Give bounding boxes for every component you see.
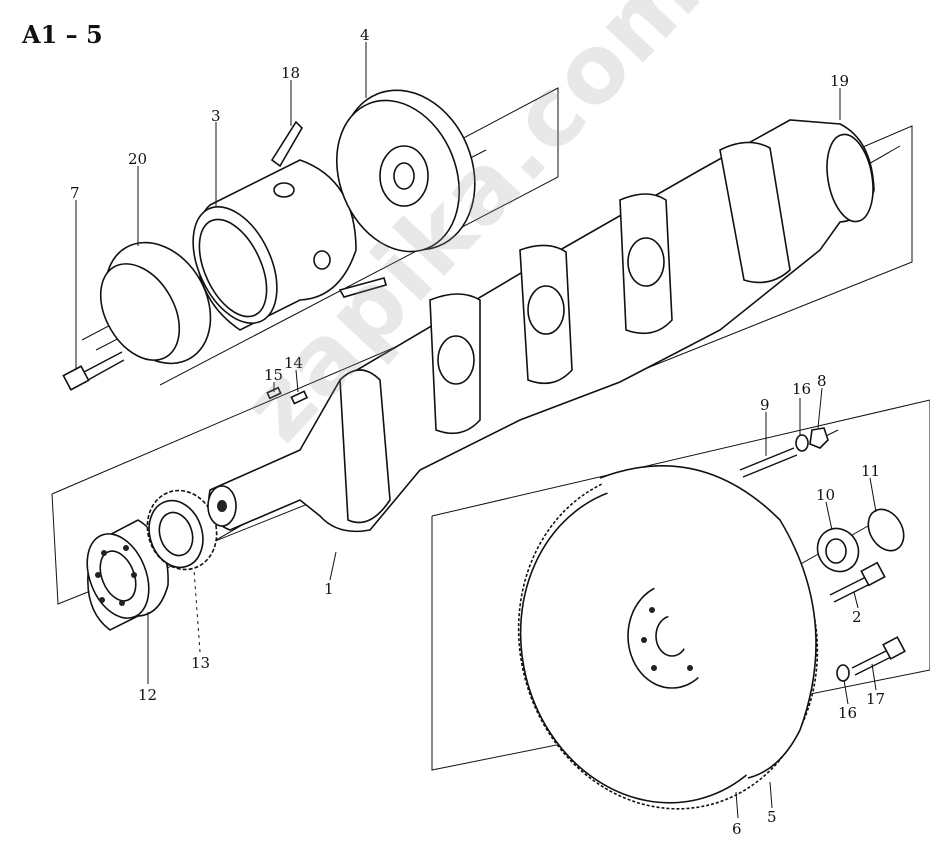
callout-17: 17 bbox=[866, 690, 885, 708]
diagram-title: A1 – 5 bbox=[22, 20, 103, 49]
bracket-18 bbox=[270, 120, 387, 298]
callout-16-upper: 16 bbox=[792, 380, 811, 398]
callout-12: 12 bbox=[138, 686, 157, 704]
sleeve-3 bbox=[192, 159, 357, 331]
bolt-2 bbox=[829, 561, 886, 603]
callout-9: 9 bbox=[760, 396, 770, 414]
nut-8 bbox=[809, 427, 829, 449]
callout-6: 6 bbox=[732, 820, 742, 838]
leader-lines bbox=[75, 42, 877, 819]
flywheel-group-panel bbox=[431, 399, 930, 771]
callout-5: 5 bbox=[767, 808, 777, 826]
dowel-pins-14-15 bbox=[266, 386, 309, 405]
housing-5 bbox=[599, 464, 817, 779]
washer-16-lower bbox=[836, 664, 850, 682]
callout-20: 20 bbox=[128, 150, 147, 168]
bolt-17 bbox=[851, 636, 906, 676]
snap-ring-11 bbox=[867, 508, 905, 552]
stud-9 bbox=[739, 447, 798, 478]
callout-labels: 1 2 3 4 5 6 7 8 9 10 11 12 13 14 15 16 1… bbox=[70, 26, 885, 838]
callout-13: 13 bbox=[191, 654, 210, 672]
pulley-4 bbox=[335, 89, 476, 253]
crankshaft-1 bbox=[207, 119, 875, 533]
callout-18: 18 bbox=[281, 64, 300, 82]
callout-11: 11 bbox=[861, 462, 880, 480]
callout-19: 19 bbox=[830, 72, 849, 90]
callout-2: 2 bbox=[852, 608, 862, 626]
callout-10: 10 bbox=[816, 486, 835, 504]
callout-1: 1 bbox=[324, 580, 334, 598]
callout-8: 8 bbox=[817, 372, 827, 390]
callout-16-lower: 16 bbox=[838, 704, 857, 722]
ring-20 bbox=[99, 241, 212, 365]
bearing-10 bbox=[816, 527, 860, 573]
gear-13 bbox=[146, 489, 218, 571]
washer-16-upper bbox=[795, 434, 809, 452]
callout-14: 14 bbox=[284, 354, 303, 372]
callout-15: 15 bbox=[264, 366, 283, 384]
bolt-7 bbox=[62, 351, 125, 391]
callout-7: 7 bbox=[70, 184, 80, 202]
hub-12 bbox=[86, 519, 169, 631]
callout-3: 3 bbox=[211, 107, 221, 125]
callout-4: 4 bbox=[360, 26, 370, 44]
